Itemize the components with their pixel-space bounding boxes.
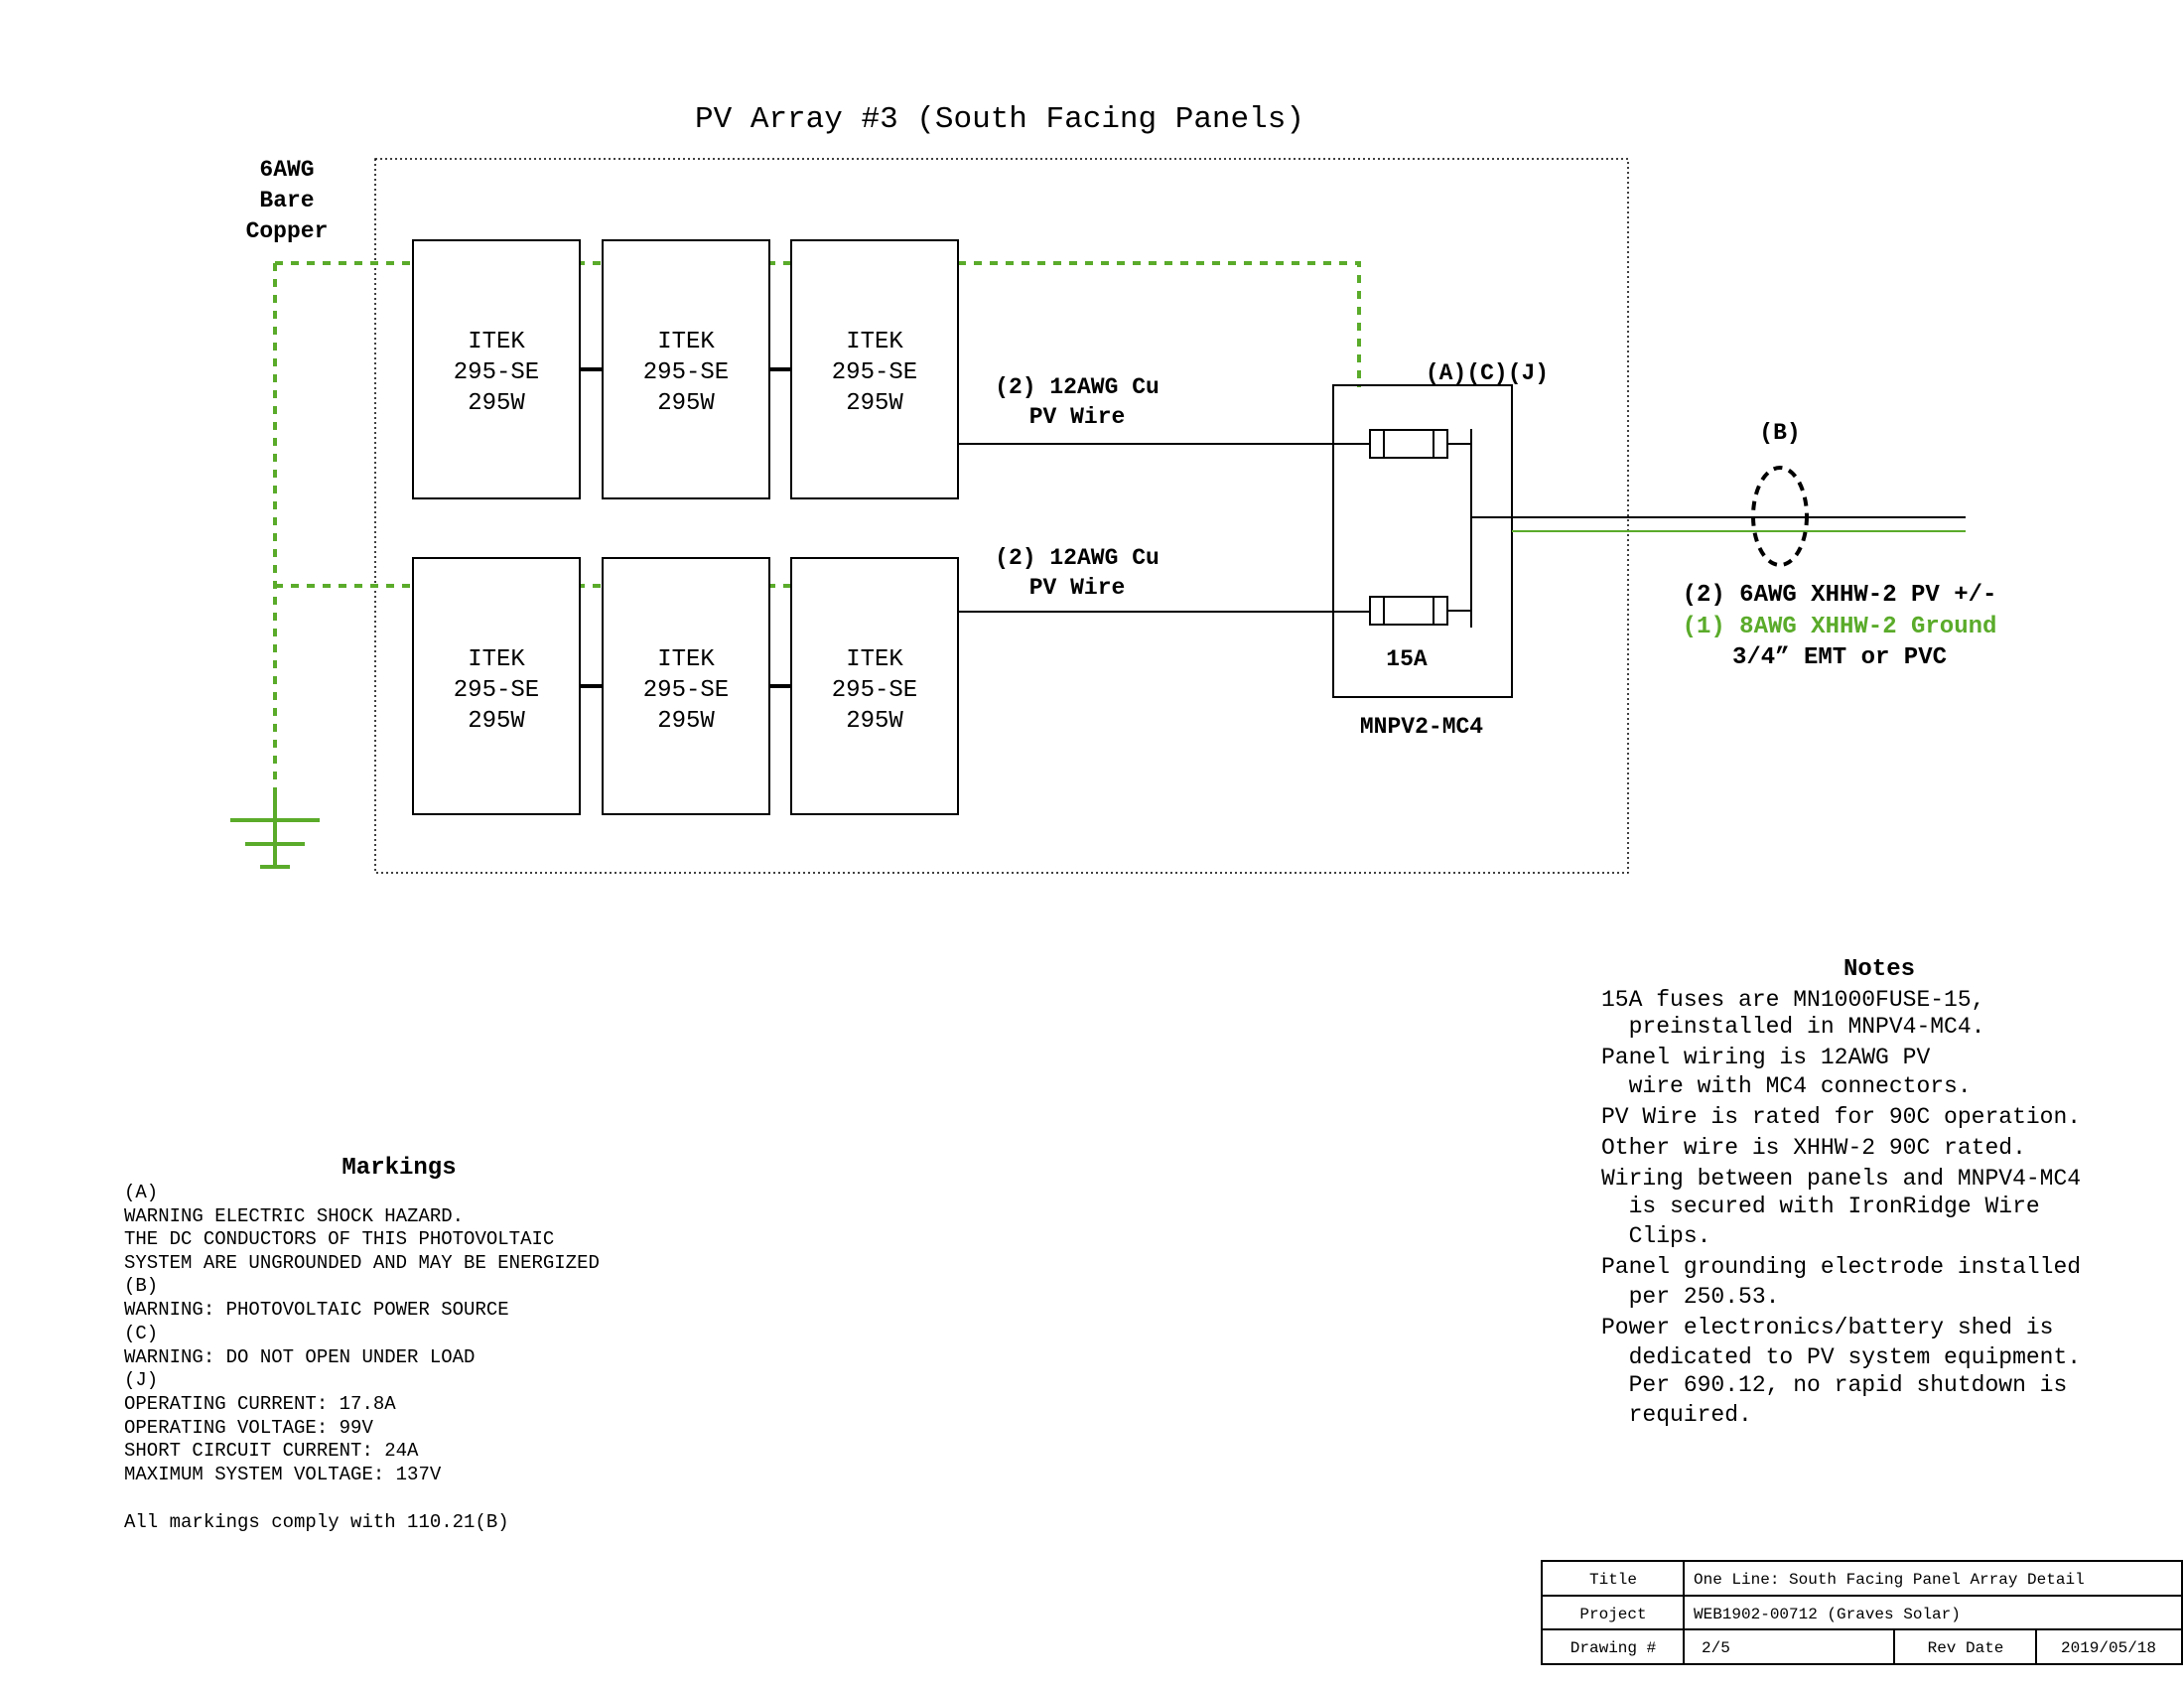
note-line: Other wire is XHHW-2 90C rated. (1601, 1135, 2026, 1161)
output-wire-line-1: (2) 6AWG XHHW-2 PV +/- (1683, 582, 1997, 609)
diagram-title: PV Array #3 (South Facing Panels) (695, 102, 1304, 137)
output-wire-label: (2) 6AWG XHHW-2 PV +/- (1) 8AWG XHHW-2 G… (1683, 582, 1997, 671)
note-line: dedicated to PV system equipment. (1601, 1344, 2081, 1370)
note-line: is secured with IronRidge Wire (1601, 1194, 2040, 1219)
marking-line: (C) (124, 1323, 158, 1344)
note-line: Power electronics/battery shed is (1601, 1315, 2053, 1340)
panel-wattage: 295W (657, 708, 715, 735)
marking-line: (J) (124, 1369, 158, 1391)
marking-line: THE DC CONDUCTORS OF THIS PHOTOVOLTAIC (124, 1228, 554, 1250)
title-block (1541, 1560, 2183, 1665)
marking-line: (A) (124, 1182, 158, 1203)
fuse-icon (1369, 429, 1448, 459)
panel-brand: ITEK (468, 646, 525, 673)
wire-label-top-line-1: (2) 12AWG Cu (995, 374, 1160, 400)
panel-model: 295-SE (832, 677, 917, 704)
note-line: preinstalled in MNPV4-MC4. (1601, 1014, 1984, 1040)
pv-panel (602, 557, 770, 815)
conduit-icon (1751, 466, 1809, 567)
output-wire-line-2: (1) 8AWG XHHW-2 Ground (1683, 614, 1997, 640)
title-label: Title (1589, 1571, 1637, 1589)
marking-line: WARNING: DO NOT OPEN UNDER LOAD (124, 1346, 475, 1368)
panel-model: 295-SE (454, 359, 539, 386)
marking-line: WARNING: PHOTOVOLTAIC POWER SOURCE (124, 1299, 509, 1321)
note-line: required. (1601, 1402, 1752, 1428)
panel-wattage: 295W (468, 390, 525, 417)
marking-line: OPERATING VOLTAGE: 99V (124, 1417, 373, 1439)
panel-wattage: 295W (468, 708, 525, 735)
ground-label-line-1: 6AWG (259, 157, 314, 183)
panel-brand: ITEK (468, 329, 525, 355)
note-line: 15A fuses are MN1000FUSE-15, (1601, 987, 1984, 1013)
combiner-name: MNPV2-MC4 (1360, 714, 1483, 740)
note-line: Panel grounding electrode installed (1601, 1254, 2081, 1280)
panel-model: 295-SE (643, 677, 729, 704)
panel-model: 295-SE (832, 359, 917, 386)
panel-model: 295-SE (643, 359, 729, 386)
rev-date-value: 2019/05/18 (2061, 1639, 2156, 1657)
panel-brand: ITEK (846, 329, 903, 355)
marking-line: (B) (124, 1275, 158, 1297)
note-line: Wiring between panels and MNPV4-MC4 (1601, 1166, 2081, 1192)
panel-string-top: ITEK 295-SE 295W ITEK 295-SE 295W ITEK 2… (412, 239, 959, 499)
array-boundary (374, 158, 1629, 874)
wire-label-bottom-line-2: PV Wire (1029, 575, 1126, 601)
panel-model: 295-SE (454, 677, 539, 704)
combiner-enclosure (1332, 384, 1513, 698)
ground-conductor-label: 6AWG Bare Copper (246, 157, 329, 244)
note-line: Clips. (1601, 1223, 1710, 1249)
panel-wattage: 295W (846, 708, 903, 735)
note-line: PV Wire is rated for 90C operation. (1601, 1104, 2081, 1130)
project-label: Project (1579, 1606, 1646, 1623)
ground-label-line-3: Copper (246, 218, 329, 244)
combiner-box: 15A (1332, 384, 1513, 698)
panel-string-bottom: ITEK 295-SE 295W ITEK 295-SE 295W ITEK 2… (412, 557, 959, 815)
note-line: Per 690.12, no rapid shutdown is (1601, 1372, 2067, 1398)
marking-line: WARNING ELECTRIC SHOCK HAZARD. (124, 1205, 464, 1227)
marking-line: SYSTEM ARE UNGROUNDED AND MAY BE ENERGIZ… (124, 1252, 600, 1274)
wire-label-bottom: (2) 12AWG Cu PV Wire (995, 545, 1160, 601)
conduit-marker: (B) (1759, 420, 1800, 446)
notes-heading: Notes (1843, 956, 1915, 983)
notes-section: Notes 15A fuses are MN1000FUSE-15, prein… (1601, 956, 2081, 1428)
pv-panel (790, 557, 959, 815)
combiner-markers: (A)(C)(J) (1426, 360, 1549, 386)
drawing-number-value: 2/5 (1702, 1639, 1730, 1657)
panel-brand: ITEK (657, 329, 715, 355)
markings-heading: Markings (341, 1155, 456, 1182)
title-value: One Line: South Facing Panel Array Detai… (1694, 1571, 2085, 1589)
fuse-rating: 15A (1386, 646, 1428, 672)
markings-section: Markings (A) WARNING ELECTRIC SHOCK HAZA… (124, 1155, 600, 1533)
ground-wire-top (275, 261, 1361, 387)
pv-panel (412, 557, 581, 815)
drawing-number-label: Drawing # (1570, 1639, 1657, 1657)
rev-date-label: Rev Date (1928, 1639, 2004, 1657)
marking-line: All markings comply with 110.21(B) (124, 1511, 509, 1533)
project-value: WEB1902-00712 (Graves Solar) (1694, 1606, 1961, 1623)
wire-label-bottom-line-1: (2) 12AWG Cu (995, 545, 1160, 571)
wire-label-top-line-2: PV Wire (1029, 404, 1126, 430)
note-line: wire with MC4 connectors. (1601, 1073, 1972, 1099)
ground-label-line-2: Bare (259, 188, 314, 213)
note-line: Panel wiring is 12AWG PV (1601, 1045, 1930, 1070)
panel-brand: ITEK (846, 646, 903, 673)
panel-wattage: 295W (846, 390, 903, 417)
output-wire-line-3: 3/4” EMT or PVC (1732, 644, 1947, 671)
pv-panel (412, 239, 581, 499)
marking-line: SHORT CIRCUIT CURRENT: 24A (124, 1440, 419, 1462)
panel-wattage: 295W (657, 390, 715, 417)
fuse-icon (1369, 596, 1448, 626)
ground-electrode-icon (230, 789, 320, 869)
marking-line: MAXIMUM SYSTEM VOLTAGE: 137V (124, 1464, 442, 1485)
marking-line: OPERATING CURRENT: 17.8A (124, 1393, 396, 1415)
pv-panel (790, 239, 959, 499)
note-line: per 250.53. (1601, 1284, 1779, 1310)
pv-panel (602, 239, 770, 499)
panel-brand: ITEK (657, 646, 715, 673)
wire-label-top: (2) 12AWG Cu PV Wire (995, 374, 1160, 430)
